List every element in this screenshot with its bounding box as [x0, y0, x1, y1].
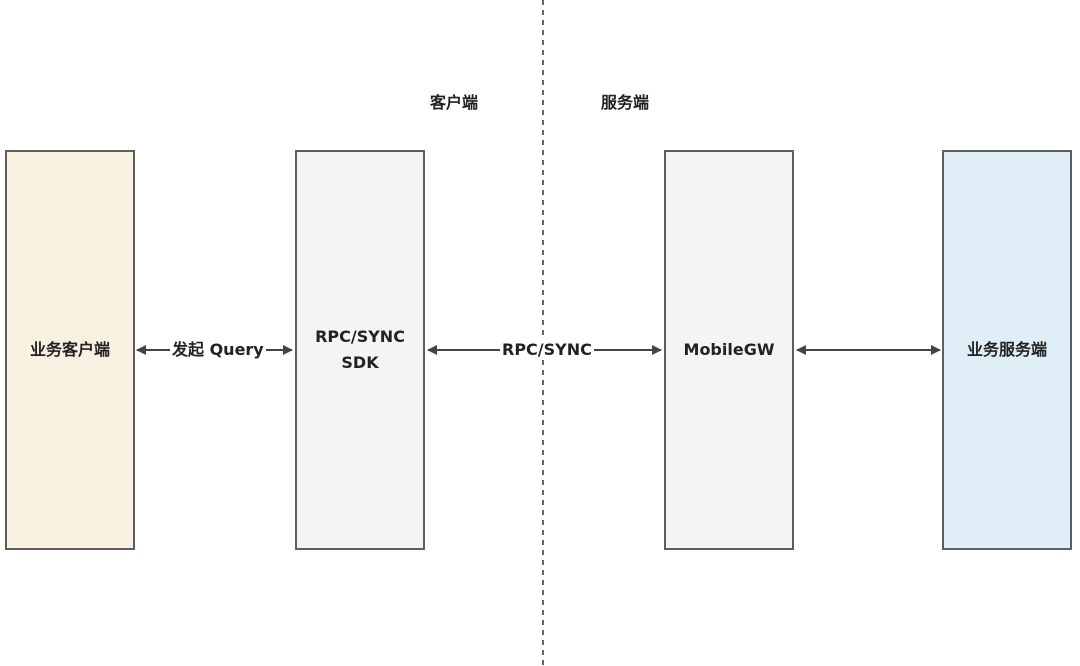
- query-edge-label: 发起 Query: [170, 340, 266, 360]
- biz-server-node: 业务服务端: [942, 150, 1072, 550]
- sdk-node: RPC/SYNC SDK: [295, 150, 425, 550]
- biz-client-node: 业务客户端: [5, 150, 135, 550]
- rpc-edge-label: RPC/SYNC: [500, 340, 594, 360]
- gateway-node: MobileGW: [664, 150, 794, 550]
- client-zone-label: 客户端: [430, 93, 479, 112]
- server-zone-label: 服务端: [601, 93, 650, 112]
